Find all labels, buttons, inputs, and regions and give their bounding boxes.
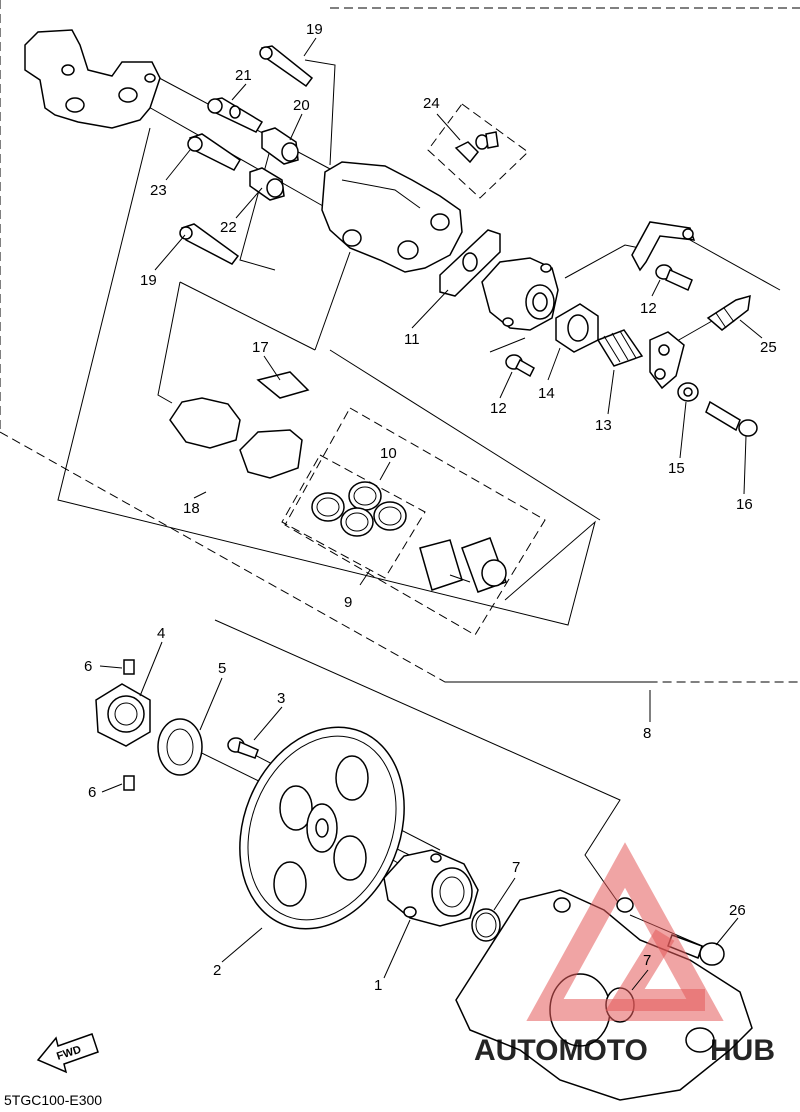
callout-21: 21: [235, 67, 252, 84]
callout-16: 16: [736, 496, 753, 513]
callout-19-lower: 19: [140, 272, 157, 289]
callout-4: 4: [157, 625, 165, 642]
bleed-kit-boundary: [427, 103, 529, 199]
hub-1: [383, 849, 479, 927]
callout-labels: 1 2 3 4 5 6 6 7 7 8 9 10 11 12 12 13 14 …: [84, 21, 777, 994]
pistons-9: [419, 537, 507, 593]
callout-19-top: 19: [306, 21, 323, 38]
brake-disc-2: [239, 726, 405, 930]
callout-11: 11: [404, 331, 420, 348]
callout-22: 22: [220, 219, 237, 236]
callout-5: 5: [218, 660, 226, 677]
boot-22: [249, 167, 285, 201]
callout-23: 23: [150, 182, 167, 199]
plate: [649, 331, 685, 390]
callout-20: 20: [293, 97, 310, 114]
brake-pad-18: [169, 397, 303, 479]
callout-17: 17: [252, 339, 269, 356]
callout-26: 26: [729, 902, 746, 919]
piston-seal-boundary: [281, 454, 426, 579]
callout-leaders: [99, 37, 763, 991]
caliper-bracket: [24, 29, 161, 129]
callout-2: 2: [213, 962, 221, 979]
boot-25: [706, 294, 751, 331]
caliper-body: [321, 161, 463, 273]
callout-9: 9: [344, 594, 352, 611]
diagram-code: 5TGC100-E300: [4, 1092, 102, 1108]
callout-3: 3: [277, 690, 285, 707]
spring-13: [596, 329, 644, 367]
gasket-11: [439, 229, 501, 297]
bolt-12-lower: [505, 354, 535, 378]
callout-8: 8: [643, 725, 651, 742]
callout-14: 14: [538, 385, 555, 402]
o-ring-7: [471, 908, 501, 942]
pin-bolt-19-lower: [179, 223, 240, 265]
callout-6-bottom: 6: [88, 784, 96, 801]
callout-7-housing: 7: [643, 952, 651, 969]
callout-12-upper: 12: [640, 300, 657, 317]
callout-1: 1: [374, 977, 382, 994]
bolt-12-upper: [655, 264, 693, 292]
set-screw-6-top: [123, 659, 135, 675]
callout-25: 25: [760, 339, 777, 356]
callout-18: 18: [183, 500, 200, 517]
watermark-text-b: HUB: [710, 1034, 775, 1067]
callout-12-lower: 12: [490, 400, 507, 417]
pin-bolt-19-top: [259, 45, 314, 88]
piston-seals-10: [311, 481, 407, 537]
watermark-text-a: AUTOMOTO: [474, 1034, 648, 1067]
set-screw-6-bottom: [123, 775, 135, 791]
watermark-logo: AUTOMOTO HUB: [474, 842, 775, 1067]
callout-13: 13: [595, 417, 612, 434]
bolt-21: [207, 97, 264, 133]
boot-20: [261, 127, 299, 165]
bolt-23: [187, 133, 242, 171]
pad-spring-17: [256, 371, 310, 399]
callout-10: 10: [380, 445, 397, 462]
bolt-16: [705, 400, 758, 437]
master-cylinder-body: [481, 257, 559, 331]
bleed-screw-24: [454, 131, 499, 164]
forward-arrow-icon: FWD: [36, 1033, 99, 1074]
washer-5: [157, 718, 203, 776]
washer-15: [677, 382, 699, 402]
bushing-14: [555, 303, 599, 353]
callout-7-hub: 7: [512, 859, 520, 876]
bolt-3: [227, 737, 259, 759]
seal-kit-boundary: [284, 407, 546, 636]
callout-6-top: 6: [84, 658, 92, 675]
rod-bracket: [631, 221, 696, 272]
callout-15: 15: [668, 460, 685, 477]
callout-24: 24: [423, 95, 440, 112]
nut-4: [95, 683, 151, 747]
